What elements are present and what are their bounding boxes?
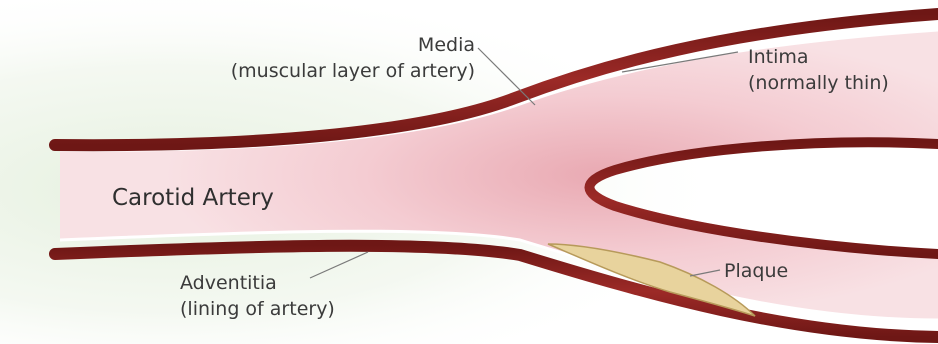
media-name: Media: [190, 32, 475, 58]
carotid-artery-title: Carotid Artery: [112, 185, 274, 211]
adventitia-name: Adventitia: [180, 270, 335, 296]
intima-name: Intima: [748, 44, 889, 70]
intima-label: Intima (normally thin): [748, 44, 889, 96]
intima-note: (normally thin): [748, 70, 889, 96]
media-label: Media (muscular layer of artery): [190, 32, 475, 84]
adventitia-label: Adventitia (lining of artery): [180, 270, 335, 322]
adventitia-note: (lining of artery): [180, 296, 335, 322]
plaque-label: Plaque: [724, 258, 788, 284]
media-note: (muscular layer of artery): [190, 58, 475, 84]
